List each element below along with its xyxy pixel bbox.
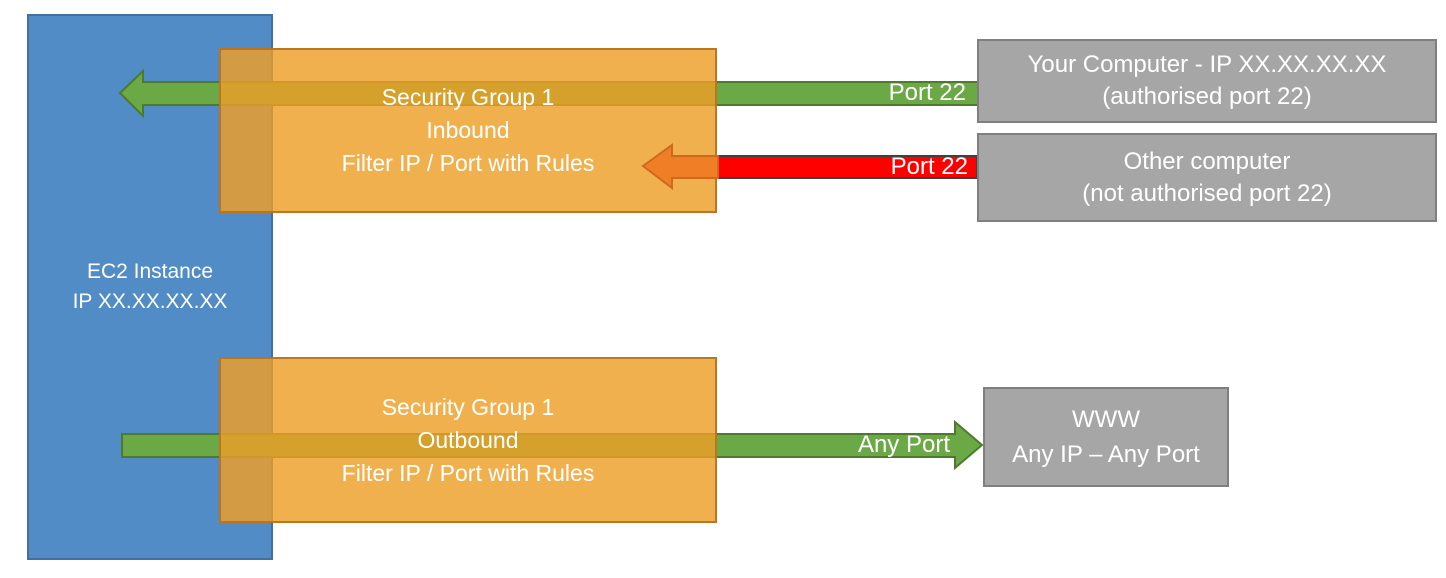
sg-outbound-name: Security Group 1 <box>381 393 555 420</box>
node-your-computer: Your Computer - IP XX.XX.XX.XX (authoris… <box>977 39 1437 123</box>
node-www: WWW Any IP – Any Port <box>983 387 1229 487</box>
node-security-group-outbound: Security Group 1 Outbound Filter IP / Po… <box>219 357 717 523</box>
sg-outbound-direction: Outbound <box>417 426 519 453</box>
sg-inbound-rule: Filter IP / Port with Rules <box>341 150 595 176</box>
sg-outbound-rule: Filter IP / Port with Rules <box>341 459 595 486</box>
ec2-ip: IP XX.XX.XX.XX <box>72 290 228 313</box>
label-inbound-allowed-port: Port 22 <box>888 79 966 106</box>
inbound-blocked-arrow-shaft <box>717 155 978 179</box>
other-computer-title: Other computer <box>1123 147 1291 175</box>
sg-inbound-name: Security Group 1 <box>381 84 555 110</box>
other-computer-note: (not authorised port 22) <box>1082 179 1332 207</box>
ec2-title: EC2 Instance <box>86 260 214 283</box>
label-outbound-port: Any Port <box>857 431 950 458</box>
www-title: WWW <box>1072 406 1140 433</box>
label-inbound-blocked-port: Port 22 <box>890 153 968 180</box>
your-computer-note: (authorised port 22) <box>1102 83 1312 110</box>
node-other-computer: Other computer (not authorised port 22) <box>977 133 1437 222</box>
your-computer-title: Your Computer - IP XX.XX.XX.XX <box>1027 51 1387 78</box>
node-security-group-inbound: Security Group 1 Inbound Filter IP / Por… <box>219 48 717 213</box>
www-note: Any IP – Any Port <box>1012 441 1200 468</box>
sg-inbound-direction: Inbound <box>426 117 510 143</box>
